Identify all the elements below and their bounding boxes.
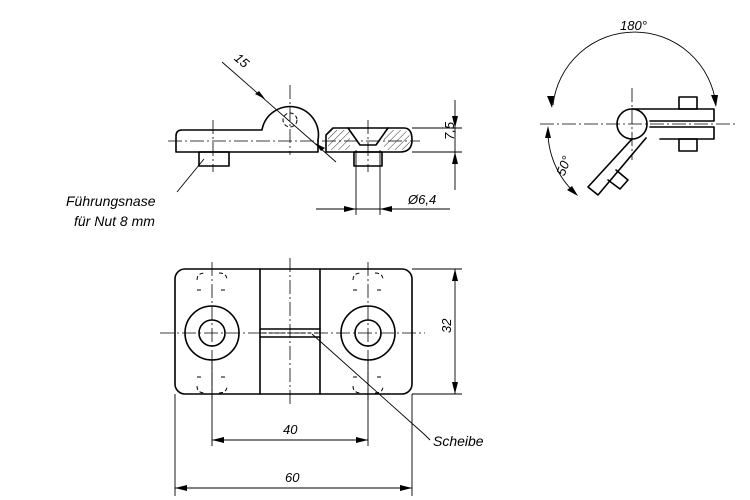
right-leaf-hatching-right [384, 130, 410, 150]
angle-180-text: 180° [620, 18, 647, 33]
height-dim-text: 7,5 [442, 121, 457, 140]
guide-nose-note-line1: Führungsnase [66, 193, 156, 209]
radius-dim-text: 15 [231, 50, 252, 71]
right-leaf-hatching-left [328, 130, 350, 150]
top-view: 32 40 60 Scheibe [160, 258, 484, 496]
bore-dim-text: Ø6,4 [407, 192, 436, 207]
swing-view: 180° 50° [540, 18, 735, 196]
angle-50-text: 50° [553, 154, 574, 178]
side-view: 15 7,5 Ø6,4 Führungsnase für Nut 8 mm [66, 50, 462, 229]
right-leaf-outline [325, 127, 413, 153]
plate-height-dim-text: 32 [439, 318, 454, 333]
washer-leader [311, 333, 431, 441]
angle-180-arc [552, 31, 717, 106]
hole-spacing-dim-text: 40 [283, 422, 298, 437]
swing-upper-leaf [631, 108, 715, 122]
total-length-dim-text: 60 [285, 470, 300, 485]
left-leaf-outline [175, 105, 320, 153]
plate-outline [174, 268, 413, 395]
guide-nose-note-line2: für Nut 8 mm [74, 213, 155, 229]
guide-nose [198, 151, 230, 167]
swing-lower-leaf [649, 126, 715, 140]
swing-tilted-leaf [587, 137, 647, 196]
nose-leader [176, 158, 205, 193]
washer-label: Scheibe [433, 433, 484, 449]
